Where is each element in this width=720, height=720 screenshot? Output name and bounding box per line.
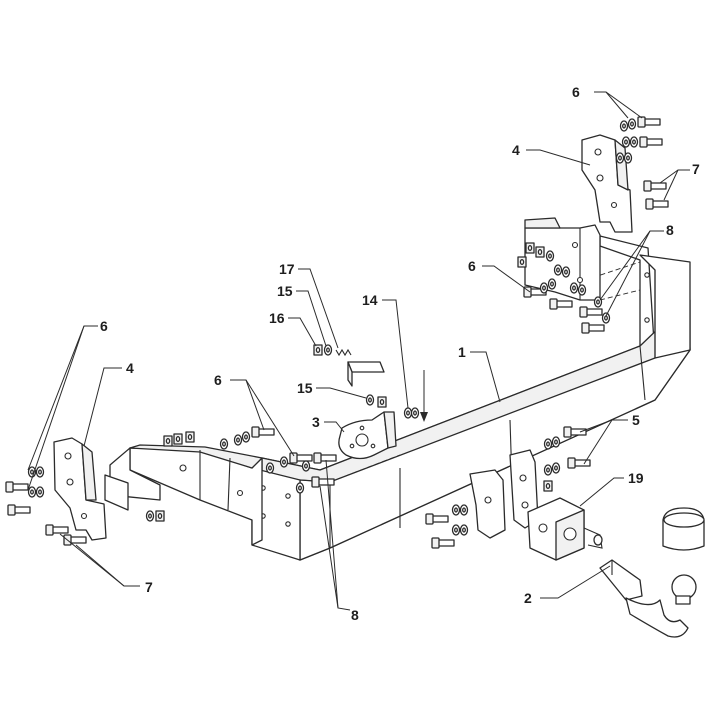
callout-15-lower: 15 <box>297 380 313 396</box>
bolts-lower-center <box>425 504 469 549</box>
leader-lines <box>27 91 690 611</box>
callout-8-right: 8 <box>666 222 674 238</box>
callout-16: 16 <box>269 310 285 326</box>
callout-7-right: 7 <box>692 161 700 177</box>
callout-4-left: 4 <box>126 360 134 376</box>
callout-14: 14 <box>362 292 378 308</box>
callout-8-bottom: 8 <box>351 607 359 623</box>
callout-4-right: 4 <box>512 142 520 158</box>
ball-mount-bracket <box>469 449 539 539</box>
callout-6-right: 6 <box>468 258 476 274</box>
callout-17: 17 <box>279 261 295 277</box>
callout-2: 2 <box>524 590 532 606</box>
bolts-8-right <box>579 296 611 334</box>
bolts-6-left <box>5 466 45 516</box>
callout-5: 5 <box>632 412 640 428</box>
fastener-15-lower <box>365 394 387 408</box>
socket-mounting-plate <box>338 411 397 460</box>
callout-7-left: 7 <box>145 579 153 595</box>
callout-1: 1 <box>458 344 466 360</box>
tow-ball-arm <box>599 559 697 638</box>
bolts-6-top-right <box>615 116 663 164</box>
left-side-bracket-plate <box>53 437 107 541</box>
fastener-16 <box>313 344 323 356</box>
right-side-bracket-plate <box>581 134 633 233</box>
callout-15-upper: 15 <box>277 283 293 299</box>
bolts-7-right <box>643 180 669 210</box>
electrical-socket <box>527 497 603 561</box>
main-cross-beam <box>251 235 691 561</box>
callout-6-mid: 6 <box>214 372 222 388</box>
right-side-arm <box>524 217 601 301</box>
callout-19: 19 <box>628 470 644 486</box>
callout-6-left: 6 <box>100 318 108 334</box>
fastener-14 <box>403 407 420 419</box>
switch-bracket <box>335 348 385 387</box>
fastener-15-upper <box>323 344 333 356</box>
tow-ball-cap <box>662 507 705 551</box>
left-side-arm <box>104 444 263 546</box>
callout-3: 3 <box>312 414 320 430</box>
callout-6-top: 6 <box>572 84 580 100</box>
